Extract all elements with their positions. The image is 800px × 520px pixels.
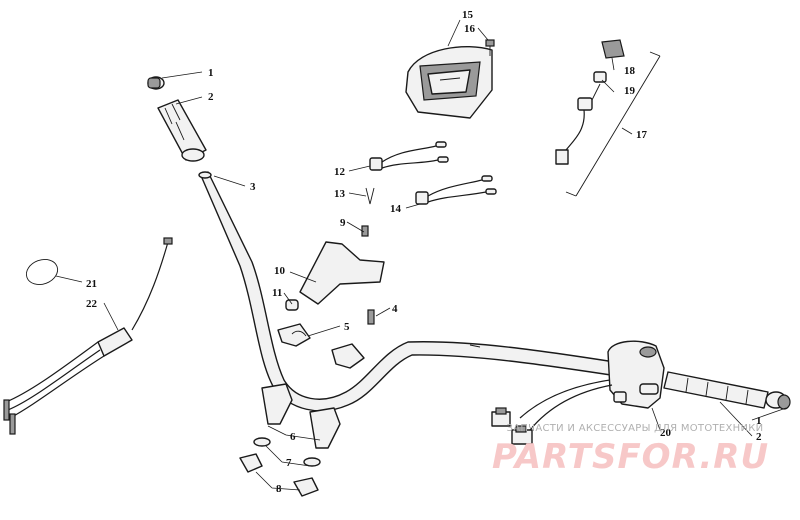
callout-22: 22 xyxy=(86,298,98,310)
handlebar xyxy=(198,171,641,412)
throttle-assembly xyxy=(3,237,173,435)
callout-8: 8 xyxy=(276,483,282,495)
callout-6: 6 xyxy=(290,431,296,443)
callout-12: 12 xyxy=(334,166,346,178)
callout-1-left: 1 xyxy=(208,67,214,79)
switch-assembly xyxy=(555,39,661,197)
callout-1-right: 1 xyxy=(756,415,762,427)
right-grip-assembly xyxy=(663,371,791,410)
callout-14: 14 xyxy=(390,203,402,215)
handlebar-cover xyxy=(405,39,495,119)
watermark-logo: PARTSFOR.RU xyxy=(492,437,770,477)
callout-13: 13 xyxy=(334,188,346,200)
callout-labels: 1 2 3 4 5 6 7 8 9 10 11 12 13 14 15 16 1… xyxy=(86,9,762,495)
handlebar-clamps-lower xyxy=(239,383,341,497)
callout-5: 5 xyxy=(344,321,350,333)
wiring-harness xyxy=(365,141,497,205)
callout-19: 19 xyxy=(624,85,636,97)
mounting-bracket xyxy=(285,225,385,311)
leader-lines xyxy=(55,19,787,491)
callout-10: 10 xyxy=(274,265,286,277)
callout-21: 21 xyxy=(86,278,97,290)
callout-11: 11 xyxy=(272,287,282,299)
callout-20: 20 xyxy=(660,427,672,439)
callout-2-right: 2 xyxy=(756,431,762,443)
switch-housing xyxy=(491,340,665,445)
watermark-caption: ЗАПЧАСТИ И АКСЕССУАРЫ ДЛЯ МОТОТЕХНИКИ xyxy=(506,423,764,434)
callout-9: 9 xyxy=(340,217,346,229)
callout-17: 17 xyxy=(636,129,648,141)
callout-4: 4 xyxy=(392,303,398,315)
callout-16: 16 xyxy=(464,23,476,35)
callout-2-left: 2 xyxy=(208,91,214,103)
callout-7: 7 xyxy=(286,457,292,469)
left-grip-assembly xyxy=(147,76,207,162)
callout-18: 18 xyxy=(624,65,636,77)
callout-15: 15 xyxy=(462,9,474,21)
callout-3: 3 xyxy=(250,181,256,193)
handlebar-clamps-upper xyxy=(277,309,375,369)
